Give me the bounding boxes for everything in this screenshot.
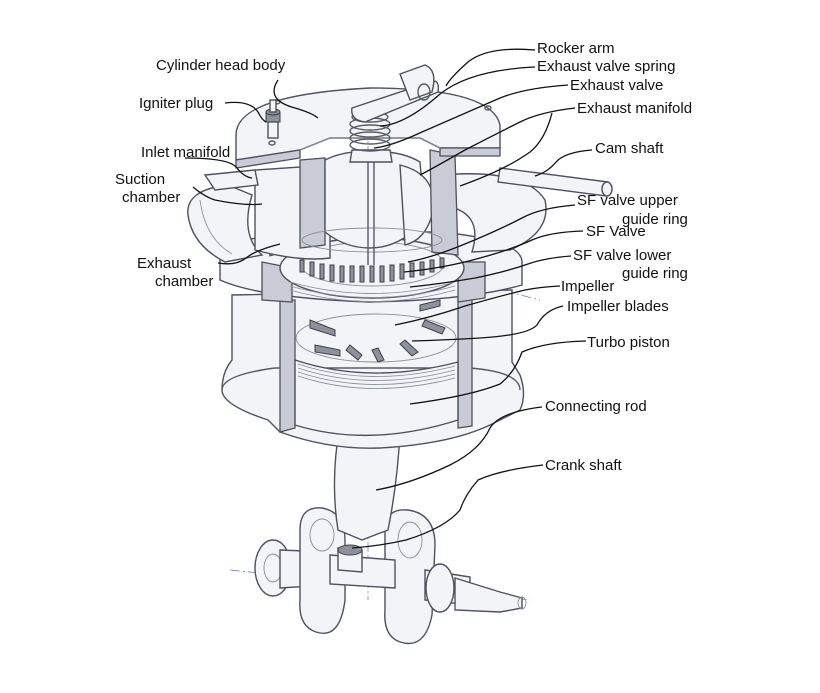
label-rocker-arm: Rocker arm: [537, 40, 615, 57]
upper-chamber-drawing: [254, 149, 459, 260]
inlet-manifold-drawing: [203, 169, 259, 191]
label-sf-valve-lower-line2: guide ring: [622, 265, 688, 282]
connecting-rod-drawing: [333, 424, 401, 541]
label-exhaust-manifold: Exhaust manifold: [577, 100, 692, 117]
label-turbo-piston: Turbo piston: [587, 334, 670, 351]
cam-shaft-drawing: [497, 167, 613, 197]
label-suction-chamber-line2: chamber: [122, 189, 180, 206]
label-cylinder-head-body: Cylinder head body: [156, 57, 286, 74]
label-impeller: Impeller: [561, 278, 614, 295]
label-crank-shaft: Crank shaft: [545, 457, 623, 474]
label-exhaust-valve-spring: Exhaust valve spring: [537, 58, 675, 75]
label-suction-chamber-line1: Suction: [115, 171, 165, 188]
valve-train-drawing: [349, 64, 440, 265]
label-sf-valve-upper-line2: guide ring: [622, 211, 688, 228]
label-sf-valve-upper-line1: SF valve upper: [577, 192, 678, 209]
label-inlet-manifold: Inlet manifold: [141, 144, 230, 161]
leader-lines: [184, 48, 593, 549]
label-cam-shaft: Cam shaft: [595, 140, 664, 157]
cylinder-drawing: [221, 289, 525, 449]
engine-drawing: [187, 64, 613, 645]
suction-chamber-drawing: [187, 184, 264, 263]
igniter-plug-drawing: [265, 99, 281, 139]
crank-shaft-drawing: [254, 507, 527, 645]
label-exhaust-chamber-line2: chamber: [155, 273, 213, 290]
labels: Cylinder head body Igniter plug Inlet ma…: [115, 40, 692, 474]
label-connecting-rod: Connecting rod: [545, 398, 647, 415]
label-exhaust-valve: Exhaust valve: [570, 77, 663, 94]
label-sf-valve-lower-line1: SF valve lower: [573, 247, 671, 264]
label-exhaust-chamber-line1: Exhaust: [137, 255, 192, 272]
label-igniter-plug: Igniter plug: [139, 95, 213, 112]
cylinder-head-drawing: [235, 87, 501, 169]
label-impeller-blades: Impeller blades: [567, 298, 669, 315]
label-sf-valve: SF Valve: [586, 223, 646, 240]
